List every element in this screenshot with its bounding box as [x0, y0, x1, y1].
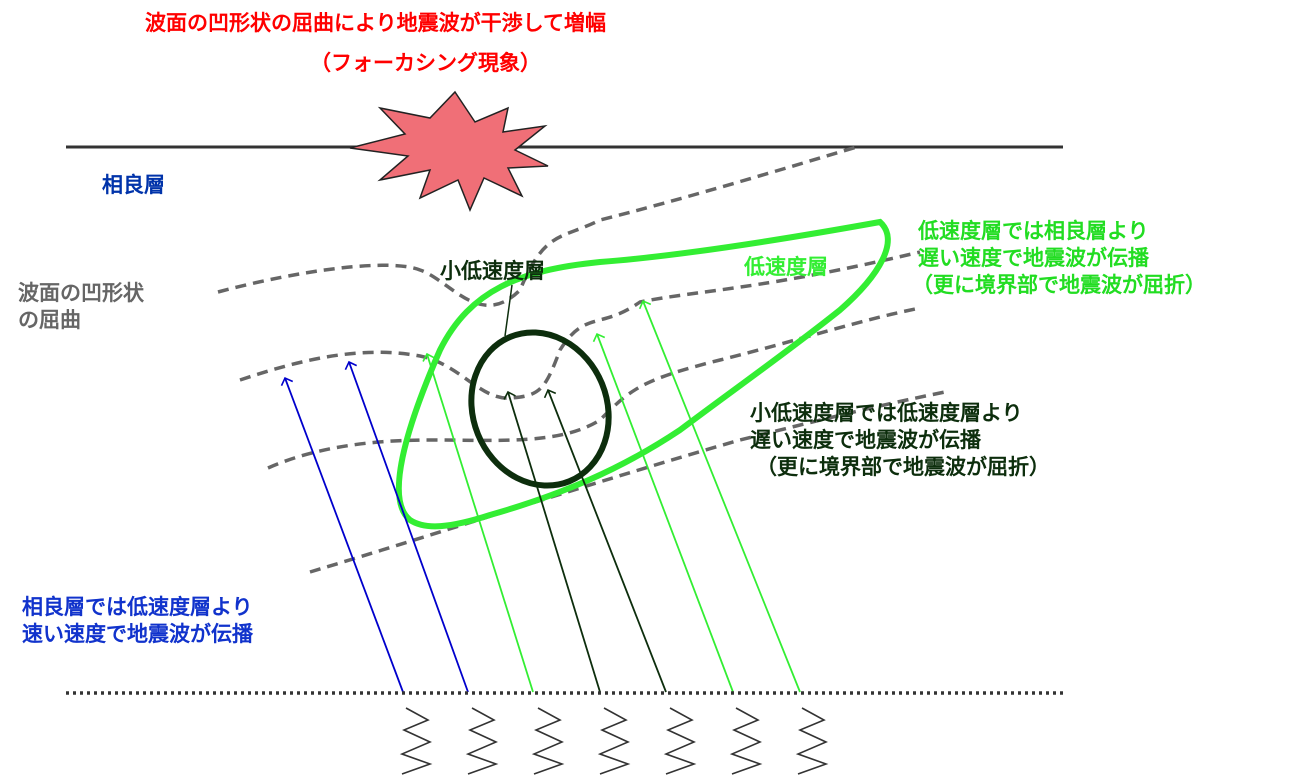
low-desc-line3: （更に境界部で地震波が屈折）	[912, 272, 1206, 297]
zigzag-wave-icon	[465, 707, 499, 775]
low-desc-line2: 遅い速度で地震波が伝播	[918, 245, 1149, 270]
wavefront-lines	[217, 144, 946, 574]
focusing-title-sub: （フォーカシング現象）	[310, 50, 541, 77]
zigzag-wave-icon	[531, 707, 565, 775]
zigzag-wave-icon	[399, 707, 433, 775]
small-low-velocity-layer-outline	[468, 329, 612, 489]
explosion-burst-icon	[349, 90, 549, 212]
sagara-desc-line2: 速い速度で地震波が伝播	[22, 621, 253, 646]
ray-blue-1	[280, 376, 404, 693]
zigzag-wave-icons	[399, 707, 829, 775]
sagara-description: 相良層では低速度層より 速い速度で地震波が伝播	[22, 594, 253, 648]
ray-green-1	[422, 352, 534, 693]
small-desc-line3: （更に境界部で地震波が屈折）	[756, 454, 1050, 479]
low-desc-line1: 低速度層では相良層より	[918, 219, 1149, 243]
ray-blue-2	[344, 360, 469, 693]
wavefront-4	[309, 390, 946, 574]
focusing-title: 波面の凹形状の屈曲により地震波が干渉して増幅	[145, 10, 606, 37]
zigzag-wave-icon	[729, 707, 763, 775]
ray-dark-2	[543, 388, 667, 693]
wavefront-2	[239, 250, 921, 400]
low-velocity-description: 低速度層では相良層より 遅い速度で地震波が伝播 （更に境界部で地震波が屈折）	[912, 218, 1206, 299]
small-desc-line2: 遅い速度で地震波が伝播	[750, 427, 981, 452]
small-layer-leader-line	[504, 284, 513, 337]
small-low-velocity-label: 小低速度層	[440, 259, 545, 283]
focusing-title-line1: 波面の凹形状の屈曲により地震波が干渉して増幅	[145, 11, 606, 35]
zigzag-wave-icon	[597, 707, 631, 775]
low-velocity-layer-outline	[395, 218, 891, 530]
ray-green-2	[592, 332, 734, 693]
wave-bend-label: 波面の凹形状 の屈曲	[18, 280, 144, 334]
low-velocity-label: 低速度層	[744, 255, 828, 279]
wave-bend-label-line1: 波面の凹形状	[18, 281, 144, 305]
zigzag-wave-icon	[663, 707, 697, 775]
wave-bend-label-line2: の屈曲	[18, 307, 81, 332]
sagara-desc-line1: 相良層では低速度層より	[22, 595, 253, 619]
ray-dark-1	[503, 390, 601, 693]
small-desc-line1: 小低速度層では低速度層より	[750, 401, 1023, 425]
sagara-layer-label: 相良層	[102, 173, 165, 197]
focusing-title-line2: （フォーカシング現象）	[310, 51, 541, 75]
zigzag-wave-icon	[795, 707, 829, 775]
small-low-velocity-description: 小低速度層では低速度層より 遅い速度で地震波が伝播 （更に境界部で地震波が屈折）	[750, 400, 1050, 481]
wavefront-1	[217, 144, 861, 307]
seismic-rays	[280, 299, 801, 693]
ray-green-3	[638, 299, 801, 693]
